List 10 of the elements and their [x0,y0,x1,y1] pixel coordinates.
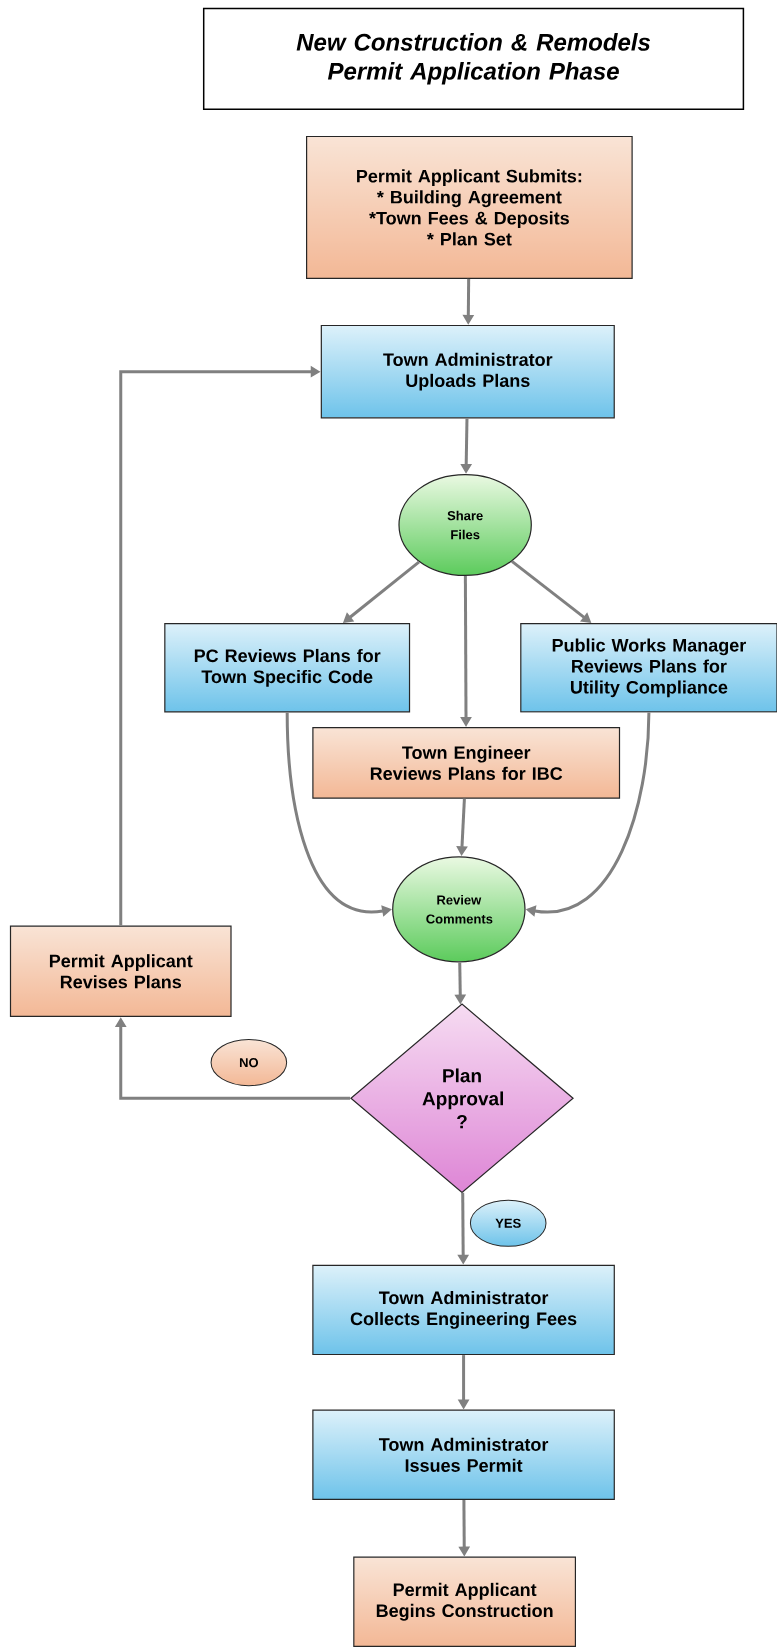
process-box: Town Administrator Issues Permit [312,1409,615,1500]
title-box: New Construction & Remodels Permit Application Phase [202,7,745,110]
process-box: Permit Applicant Begins Construction [353,1556,577,1647]
process-box: Town Administrator Uploads Plans [320,324,615,419]
process-box: Permit Applicant Revises Plans [9,925,232,1017]
process-box: Permit Applicant Submits: * Building Agreement *Town Fees & Deposits * Plan Set [306,135,633,279]
process-box: Town Administrator Collects Engineering Fees [312,1264,615,1356]
process-box: Public Works Manager Reviews Plans for Utility Compliance [520,623,777,713]
process-box: PC Reviews Plans for Town Specific Code [164,623,411,713]
process-box: Town Engineer Reviews Plans for IBC [312,727,621,799]
